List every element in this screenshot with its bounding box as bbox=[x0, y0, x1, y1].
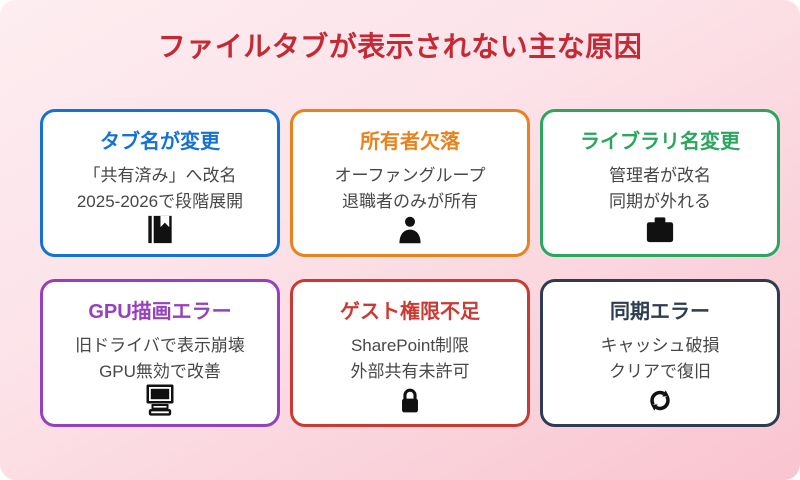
person-icon bbox=[393, 213, 427, 247]
card-title: 所有者欠落 bbox=[360, 131, 460, 153]
card-line: 旧ドライバで表示崩壊 bbox=[75, 336, 245, 355]
card-line: オーファングループ bbox=[334, 166, 486, 185]
sync-icon bbox=[643, 382, 678, 417]
card-line: 退職者のみが所有 bbox=[342, 192, 478, 211]
card-line: 同期が外れる bbox=[609, 192, 711, 211]
card-title: 同期エラー bbox=[610, 301, 710, 323]
card-owner-missing: 所有者欠落 オーファングループ 退職者のみが所有 bbox=[290, 109, 530, 257]
card-title: タブ名が変更 bbox=[100, 131, 220, 153]
card-line: 管理者が改名 bbox=[609, 166, 711, 185]
card-line: SharePoint制限 bbox=[350, 336, 470, 355]
card-library-renamed: ライブラリ名変更 管理者が改名 同期が外れる bbox=[540, 109, 780, 257]
page-title: ファイルタブが表示されない主な原因 bbox=[157, 31, 643, 62]
card-line: 2025-2026で段階展開 bbox=[76, 192, 244, 211]
card-guest-permission: ゲスト権限不足 SharePoint制限 外部共有未許可 bbox=[290, 279, 530, 427]
card-line: クリアで復旧 bbox=[609, 362, 711, 381]
book-icon bbox=[143, 212, 178, 247]
card-tab-renamed: タブ名が変更 「共有済み」へ改名 2025-2026で段階展開 bbox=[40, 109, 280, 257]
card-title: ライブラリ名変更 bbox=[580, 131, 740, 153]
card-title: GPU描画エラー bbox=[88, 301, 232, 323]
card-line: キャッシュ破損 bbox=[600, 336, 720, 355]
cause-card-grid: タブ名が変更 「共有済み」へ改名 2025-2026で段階展開 所有者欠落 オー… bbox=[40, 109, 780, 427]
card-line: 「共有済み」へ改名 bbox=[83, 166, 237, 185]
card-gpu-error: GPU描画エラー 旧ドライバで表示崩壊 GPU無効で改善 bbox=[40, 279, 280, 427]
card-line: 外部共有未許可 bbox=[350, 362, 470, 381]
card-line: GPU無効で改善 bbox=[99, 362, 221, 381]
computer-icon bbox=[142, 381, 178, 417]
card-title: ゲスト権限不足 bbox=[340, 301, 480, 323]
briefcase-icon bbox=[643, 212, 678, 247]
card-sync-error: 同期エラー キャッシュ破損 クリアで復旧 bbox=[540, 279, 780, 427]
lock-icon bbox=[394, 384, 427, 417]
